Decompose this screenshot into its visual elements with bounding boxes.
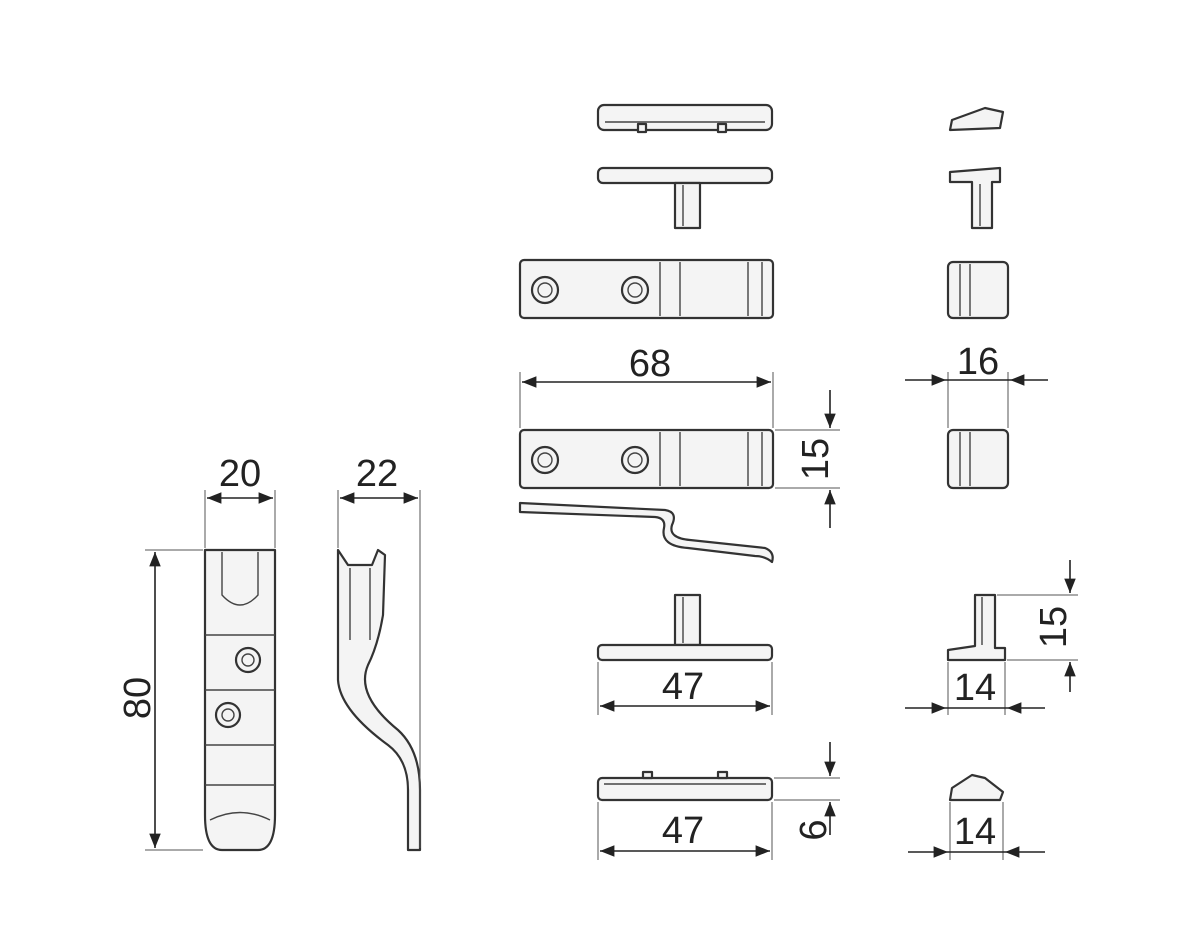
wedge-side-view	[948, 106, 1005, 132]
hinge-plate-front	[518, 428, 775, 490]
dimension-label: 20	[219, 453, 261, 495]
dimension-15-stem: 15	[997, 560, 1078, 692]
dimension-label: 14	[954, 811, 996, 853]
dimension-label: 15	[795, 438, 837, 480]
wire-profile	[518, 501, 774, 564]
t-plate-side-view	[948, 166, 1002, 230]
hook-side-view	[336, 548, 422, 852]
t-plate-view	[596, 166, 774, 230]
hinge-block-side	[946, 260, 1010, 320]
flat-wedge-side	[948, 773, 1005, 802]
dimension-14-flat: 14	[908, 802, 1045, 860]
dimension-label: 14	[954, 667, 996, 709]
dimension-16: 16	[905, 341, 1048, 428]
dimension-22: 22	[337, 453, 421, 848]
hinge-plate-top	[518, 258, 775, 320]
dimension-68: 68	[519, 343, 774, 428]
dimension-80: 80	[117, 549, 203, 851]
dimension-label: 6	[793, 819, 835, 840]
dimension-20: 20	[204, 453, 276, 548]
dimension-label: 80	[117, 677, 159, 719]
flat-plate-top-view	[596, 103, 774, 134]
dimension-47-stem: 47	[597, 662, 773, 715]
hook-front-view	[203, 548, 277, 852]
dimension-14-stem: 14	[905, 662, 1045, 715]
dimension-label: 68	[629, 343, 671, 385]
dimension-47-flat: 47	[597, 802, 773, 860]
dimension-label: 15	[1033, 606, 1075, 648]
dimension-label: 47	[662, 666, 704, 708]
flat-plate-front	[596, 770, 774, 802]
hinge-block-side-2	[946, 428, 1010, 490]
stem-side	[946, 593, 1007, 662]
dimension-15-plate: 15	[775, 390, 840, 528]
dimension-label: 22	[356, 453, 398, 495]
dimension-label: 47	[662, 810, 704, 852]
dimension-label: 16	[957, 341, 999, 383]
stem-plate-front	[596, 593, 774, 662]
dimension-6: 6	[774, 742, 840, 841]
